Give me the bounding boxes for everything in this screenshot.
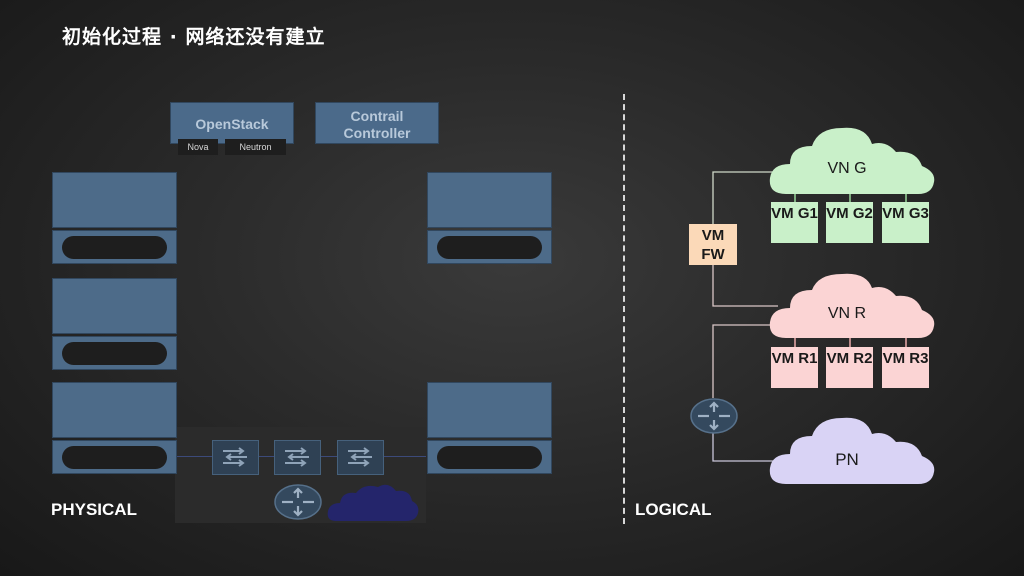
server-right-1-pill — [437, 236, 542, 259]
vm-g2: VM G2 — [826, 202, 873, 243]
server-left-1-pill — [62, 236, 167, 259]
server-left-3-top — [52, 382, 177, 438]
switch-2 — [274, 440, 321, 475]
pn-cloud — [769, 417, 935, 484]
switch-3 — [337, 440, 384, 475]
nova-tab: Nova — [178, 139, 218, 155]
server-right-2-top — [427, 382, 552, 438]
switch-1 — [212, 440, 259, 475]
vm-g1: VM G1 — [771, 202, 818, 243]
physical-network-cloud — [327, 484, 419, 521]
switch-arrows-icon — [285, 447, 309, 467]
server-right-1-top — [427, 172, 552, 228]
server-left-2-top — [52, 278, 177, 334]
neutron-tab: Neutron — [225, 139, 286, 155]
openstack-label: OpenStack — [195, 116, 269, 132]
vm-g3: VM G3 — [882, 202, 929, 243]
pn-label: PN — [835, 450, 859, 469]
server-left-2-pill — [62, 342, 167, 365]
switch-arrows-icon — [348, 447, 372, 467]
server-right-2-pill — [437, 446, 542, 469]
vn-r-label: VN R — [827, 305, 867, 322]
slide-title: 初始化过程 · 网络还没有建立 — [62, 26, 326, 48]
vm-fw: VM FW — [689, 224, 737, 265]
physical-label: PHYSICAL — [51, 500, 137, 519]
section-divider — [623, 94, 625, 524]
server-left-1-top — [52, 172, 177, 228]
server-left-3-pill — [62, 446, 167, 469]
physical-router-icon — [274, 484, 322, 520]
vn-r-cloud — [769, 273, 935, 338]
logical-label: LOGICAL — [635, 500, 712, 519]
vm-r2: VM R2 — [826, 347, 873, 388]
switch-arrows-icon — [223, 447, 247, 467]
vn-g-label: VN G — [827, 160, 867, 177]
vm-r3: VM R3 — [882, 347, 929, 388]
logical-router-icon — [690, 398, 738, 434]
contrail-controller-label: Contrail Controller — [343, 108, 411, 141]
contrail-controller-box: Contrail Controller — [315, 102, 439, 144]
vm-r1: VM R1 — [771, 347, 818, 388]
vn-g-cloud — [769, 127, 935, 194]
